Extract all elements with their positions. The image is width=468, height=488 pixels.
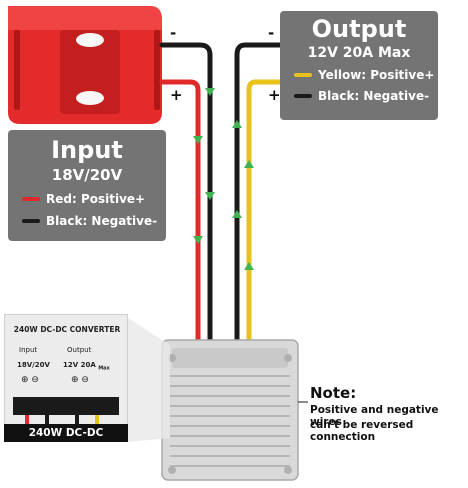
output-spec: 12V 20A Max	[307, 45, 411, 61]
arrow-up-icon	[232, 210, 242, 218]
arrow-up-icon	[244, 262, 254, 270]
inset-input-voltage: 18V/20V	[17, 361, 50, 369]
note-line-2: can't be reversed connection	[310, 419, 414, 443]
converter-caption: 240W DC-DC Converter	[4, 424, 128, 457]
inset-output-spec: 12V 20A Max	[63, 361, 110, 371]
inset-output-terminals: ⊕ ⊖	[71, 375, 89, 385]
arrow-down-icon	[193, 136, 203, 144]
output-legend-black: Black: Negative-	[294, 89, 438, 103]
inset-black-wire	[45, 415, 49, 425]
input-title: Input	[51, 136, 123, 164]
red-label: Red: Positive+	[46, 192, 146, 206]
input-legend-red: Red: Positive+	[22, 192, 166, 206]
battery-adapter	[8, 6, 162, 124]
inset-black-wire	[75, 415, 79, 425]
black-label: Black: Negative-	[318, 89, 430, 103]
arrow-up-icon	[232, 120, 242, 128]
arrow-down-icon	[205, 192, 215, 200]
input-spec: 18V/20V	[51, 166, 123, 184]
output-legend-yellow: Yellow: Positive+	[294, 68, 438, 82]
output-wires	[234, 42, 283, 348]
inset-output-spec-main: 12V 20A	[63, 361, 96, 369]
input-wires	[159, 42, 213, 348]
note-line-1: Positive and negative wires	[310, 404, 439, 428]
output-minus-sign: -	[268, 24, 275, 42]
arrow-down-icon	[193, 236, 203, 244]
inset-terminal-block	[13, 397, 119, 415]
converter-label-inset: 240W DC-DC CONVERTER Input Output 18V/20…	[4, 314, 128, 442]
arrow-up-icon	[244, 160, 254, 168]
black-label: Black: Negative-	[46, 214, 158, 228]
red-swatch	[22, 197, 40, 201]
output-panel: Output 12V 20A Max Yellow: Positive+ Bla…	[280, 11, 438, 120]
black-swatch	[22, 219, 40, 223]
inset-input-heading: Input	[19, 346, 38, 354]
input-legend-black: Black: Negative-	[22, 214, 166, 228]
note-title: Note:	[310, 384, 357, 402]
inset-label: 240W DC-DC CONVERTER	[13, 325, 121, 334]
yellow-label: Yellow: Positive+	[318, 68, 435, 82]
input-minus-sign: -	[170, 24, 177, 42]
inset-red-wire	[25, 415, 29, 425]
yellow-swatch	[294, 73, 312, 77]
inset-output-spec-suffix: Max	[98, 365, 110, 372]
output-title: Output	[311, 15, 407, 43]
black-swatch	[294, 94, 312, 98]
input-panel: Input 18V/20V Red: Positive+ Black: Nega…	[8, 130, 166, 241]
dc-dc-converter	[161, 339, 299, 481]
arrow-down-icon	[205, 88, 215, 96]
flow-arrows	[193, 88, 254, 270]
inset-yellow-wire	[95, 415, 99, 425]
output-plus-sign: +	[268, 86, 281, 104]
inset-input-terminals: ⊕ ⊖	[21, 375, 39, 385]
inset-connector	[128, 318, 170, 442]
input-plus-sign: +	[170, 86, 183, 104]
inset-output-heading: Output	[67, 346, 92, 354]
